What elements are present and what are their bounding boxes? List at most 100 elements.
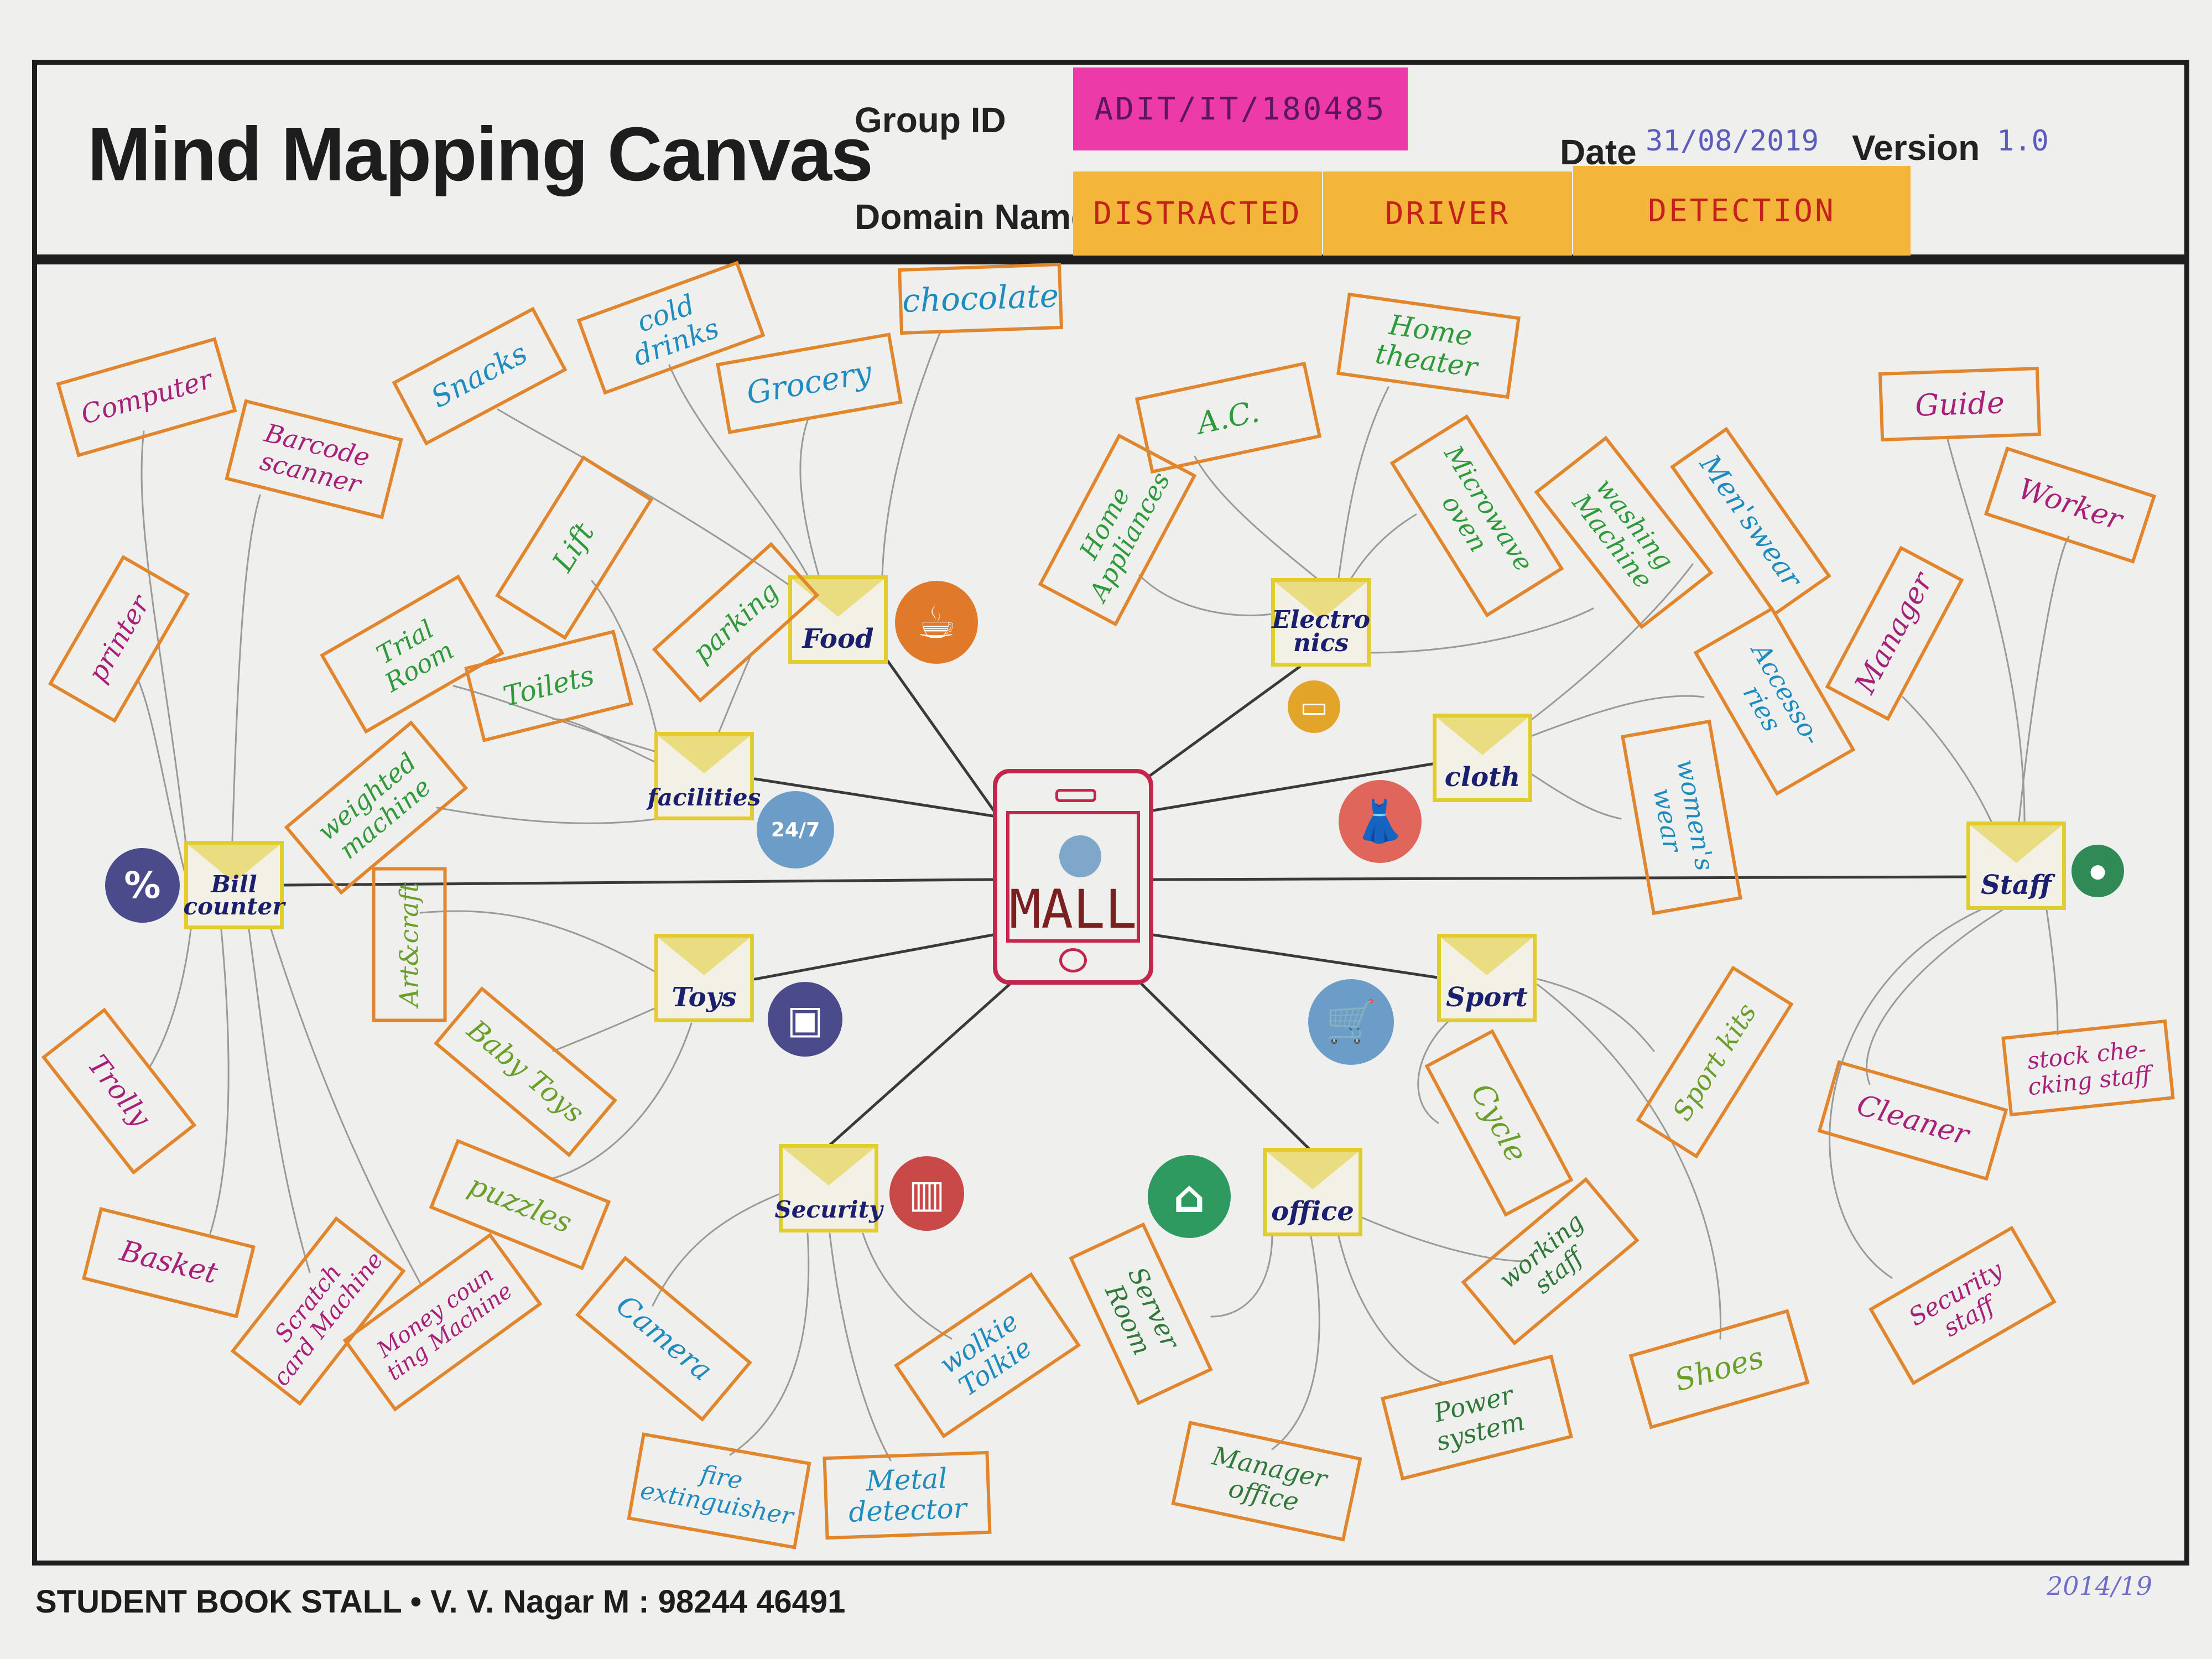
signature: 2014/19	[2047, 1571, 2153, 1601]
connector-line	[248, 928, 311, 1273]
hub-label: cloth	[1444, 762, 1521, 793]
domain-name-label: Domain Name	[855, 197, 1091, 237]
connector-line	[137, 679, 189, 886]
phone-screen	[1006, 811, 1140, 943]
connector-line	[2046, 909, 2059, 1036]
hub-label: office	[1271, 1196, 1354, 1228]
connector-line	[1537, 978, 1655, 1052]
shopping-cart-icon: 🛒	[1308, 979, 1394, 1065]
domain-note-1: DISTRACTED	[1073, 171, 1322, 256]
connector-line	[668, 364, 809, 576]
connector-line	[862, 1232, 953, 1340]
connector-line	[1152, 875, 1971, 881]
hub-label: Staff	[1981, 870, 2052, 901]
hub-security: Security	[774, 1144, 883, 1232]
hub-label: Food	[802, 623, 874, 655]
connector-line	[799, 419, 820, 576]
date-value: 31/08/2019	[1646, 124, 1819, 158]
percent-icon: %	[105, 848, 180, 923]
group-id-note: ADIT/IT/180485	[1073, 67, 1408, 150]
hub-office: office	[1263, 1148, 1362, 1236]
connector-line	[140, 430, 189, 864]
connector-line	[1146, 665, 1302, 779]
connector-line	[497, 408, 792, 587]
leaf-guide: Guide	[1878, 366, 2042, 442]
shop-icon: ⌂	[1148, 1155, 1231, 1238]
hub-cloth: cloth	[1433, 714, 1532, 802]
leaf-metal-detector: Metal detector	[823, 1450, 992, 1540]
icon-glyph: 👗	[1354, 797, 1406, 845]
mobile-shop-icon	[1059, 835, 1101, 877]
header-frame	[32, 60, 2189, 264]
icon-glyph: ⌂	[1173, 1171, 1205, 1223]
hub-label: Sport	[1446, 982, 1528, 1013]
connector-line	[283, 878, 995, 887]
hub-staff: Staff	[1966, 821, 2066, 910]
247-chat-icon: 24/7	[757, 791, 834, 868]
connector-line	[552, 718, 659, 765]
page-title: Mind Mapping Canvas	[87, 112, 873, 197]
connector-line	[1271, 1235, 1320, 1450]
connector-line	[1152, 933, 1443, 980]
connector-line	[828, 980, 1014, 1147]
hub-electronics: Electro nics	[1271, 578, 1371, 667]
person-icon: ●	[2072, 845, 2124, 897]
center-label: MALL	[1009, 878, 1137, 940]
dress-icon: 👗	[1339, 780, 1422, 863]
connector-line	[753, 933, 995, 981]
connector-line	[718, 652, 753, 733]
connector-line	[1337, 1235, 1445, 1384]
connector-line	[1210, 1232, 1273, 1318]
connector-line	[1946, 436, 2026, 823]
leaf-art-craft: Art&craft	[372, 867, 447, 1022]
connector-line	[591, 580, 659, 742]
connector-line	[1829, 909, 1981, 1279]
domain-note-2: DRIVER	[1323, 171, 1572, 256]
connector-line	[729, 1232, 810, 1456]
connector-line	[419, 910, 659, 975]
connector-line	[652, 1188, 792, 1307]
connector-line	[1866, 909, 2003, 1085]
hub-toys: Toys	[654, 934, 754, 1022]
date-label: Date	[1560, 132, 1637, 172]
connector-line	[231, 494, 261, 842]
connector-line	[1349, 513, 1417, 582]
phone-speaker	[1055, 789, 1096, 802]
connector-line	[753, 777, 995, 818]
connector-line	[1531, 773, 1622, 820]
connector-line	[436, 807, 659, 824]
connector-line	[1531, 695, 1705, 737]
barcode-icon: ▥	[889, 1156, 964, 1231]
connector-line	[1337, 386, 1389, 579]
connector-line	[1138, 980, 1313, 1152]
box-icon: ▣	[768, 982, 842, 1057]
icon-glyph: ▣	[787, 996, 824, 1042]
connector-line	[452, 685, 659, 753]
connector-line	[270, 928, 421, 1284]
coffee-cup-icon: ☕	[895, 581, 978, 664]
connector-line	[209, 928, 230, 1235]
connector-line	[1138, 574, 1273, 616]
connector-line	[1531, 563, 1694, 720]
connector-line	[552, 1006, 659, 1052]
canvas-frame	[32, 254, 2189, 1566]
hub-label: Security	[774, 1196, 883, 1224]
hub-label: Toys	[672, 982, 737, 1013]
hub-sport: Sport	[1437, 934, 1537, 1022]
hub-label: facilities	[647, 784, 761, 812]
connector-line	[881, 331, 941, 576]
hub-label: Bill counter	[183, 871, 285, 920]
hub-food: Food	[788, 575, 888, 664]
connector-line	[1902, 696, 1992, 823]
icon-glyph: ●	[2089, 860, 2106, 882]
connector-line	[1152, 762, 1437, 812]
icon-glyph: 24/7	[771, 818, 820, 841]
connector-line	[1537, 984, 1722, 1340]
group-id-label: Group ID	[855, 100, 1006, 140]
connector-line	[552, 1022, 693, 1179]
hub-bill-counter: Bill counter	[184, 841, 284, 929]
monitor-icon: ▭	[1288, 680, 1340, 733]
domain-note-3: DETECTION	[1573, 166, 1911, 256]
